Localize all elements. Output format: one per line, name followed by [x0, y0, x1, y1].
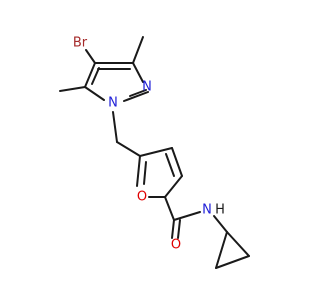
bond-br-c4: [85, 49, 96, 64]
bond-cyclopropyl-c: [226, 231, 250, 257]
atom-label-o-carbonyl: O: [171, 238, 181, 253]
atom-label-nh-h: H: [215, 203, 225, 218]
bond-furan-c4-c3-inner: [165, 153, 175, 177]
bond-furan-o-c5: [136, 155, 141, 187]
bond-cyclopropyl-a: [215, 231, 228, 269]
bond-nh-cyclopropyl: [213, 215, 228, 233]
bond-furan-o-c5-inner: [143, 161, 147, 185]
bond-n2-n1: [123, 91, 149, 102]
molecule-structure-diagram: Br N N O O N H: [59, 36, 250, 269]
bond-c3-methyl: [132, 36, 144, 64]
bond-c3-n2: [132, 62, 144, 83]
atom-label-nh-n: N: [202, 203, 212, 218]
bond-n1-ch2: [112, 111, 118, 143]
bond-c5-methyl: [59, 86, 86, 92]
bond-n1-c5: [84, 86, 105, 101]
bond-furan-c4-c3: [171, 147, 183, 177]
bond-furan-carbonyl: [164, 196, 175, 221]
bond-carbonyl-o: [171, 219, 175, 239]
bond-c5-c4-inner: [91, 67, 100, 85]
bond-cyclopropyl-b: [215, 255, 250, 269]
bond-carbonyl-nh: [173, 211, 201, 221]
bond-furan-c3-c2: [164, 175, 183, 198]
atom-labels: Br N N O O N H: [73, 36, 225, 253]
bond-n2-n1-inner: [129, 89, 147, 97]
bond-ch2-furan: [116, 141, 141, 157]
bond-c5-c4: [84, 62, 96, 88]
bond-carbonyl-o-second: [177, 219, 181, 239]
bond-furan-c5-c4: [139, 147, 173, 157]
atom-label-br: Br: [73, 36, 88, 51]
atom-label-o-furan: O: [137, 190, 147, 205]
atom-label-n2: N: [142, 80, 152, 95]
atom-label-n1: N: [108, 96, 118, 111]
bond-layer: [59, 36, 250, 269]
